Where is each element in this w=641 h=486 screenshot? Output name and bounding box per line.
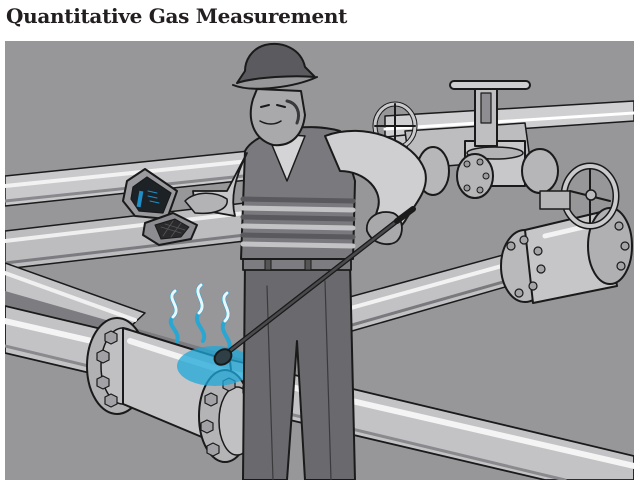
illustration <box>5 41 634 480</box>
handheld-gas-analyzer <box>122 168 198 246</box>
sampling-probe <box>213 206 416 366</box>
page-title: Quantitative Gas Measurement <box>6 4 348 28</box>
gas-leak-plume <box>168 283 253 386</box>
right-flange <box>500 207 633 304</box>
handwheel-valve-right <box>539 162 620 230</box>
